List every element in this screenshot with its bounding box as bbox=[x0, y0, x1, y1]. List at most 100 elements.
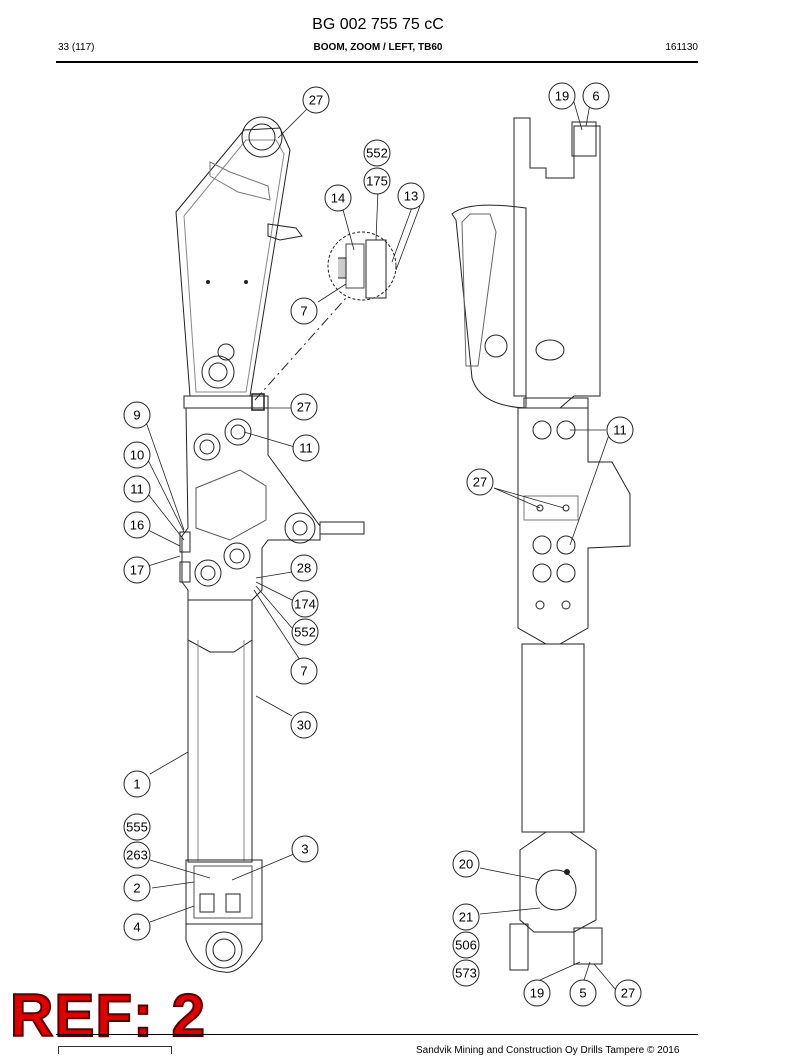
footer-copyright: Sandvik Mining and Construction Oy Drill… bbox=[416, 1045, 680, 1056]
callout-label: 7 bbox=[300, 664, 307, 679]
callout-right-506: 506 bbox=[452, 931, 480, 959]
header-rule bbox=[56, 61, 698, 63]
callout-left-3: 3 bbox=[291, 835, 319, 863]
callout-label: 3 bbox=[301, 842, 308, 857]
callout-label: 4 bbox=[133, 920, 140, 935]
callout-circle bbox=[292, 434, 320, 462]
callout-left-555: 555 bbox=[123, 813, 151, 841]
callout-label: 7 bbox=[300, 304, 307, 319]
callout-circle bbox=[290, 711, 318, 739]
callout-left-13: 13 bbox=[397, 182, 425, 210]
callout-circle bbox=[123, 556, 151, 584]
callout-label: 19 bbox=[555, 89, 569, 104]
callout-circle bbox=[363, 167, 391, 195]
callout-left-28: 28 bbox=[290, 554, 318, 582]
callout-circle bbox=[363, 139, 391, 167]
callout-label: 13 bbox=[404, 189, 418, 204]
callout-label: 6 bbox=[592, 89, 599, 104]
page-index: 33 (117) bbox=[58, 42, 95, 53]
callout-label: 20 bbox=[459, 857, 473, 872]
callout-circle bbox=[123, 441, 151, 469]
callout-circle bbox=[123, 913, 151, 941]
callout-left-27: 27 bbox=[302, 86, 330, 114]
callout-circle bbox=[582, 82, 610, 110]
callout-circle bbox=[614, 979, 642, 1007]
callout-circle bbox=[523, 979, 551, 1007]
right-boom-view bbox=[451, 117, 631, 971]
callout-circle bbox=[452, 959, 480, 987]
callout-label: 27 bbox=[309, 93, 323, 108]
callout-label: 17 bbox=[130, 563, 144, 578]
callout-label: 174 bbox=[294, 597, 316, 612]
callout-left-263: 263 bbox=[123, 841, 151, 869]
leader-lines bbox=[145, 101, 617, 991]
callout-right-27: 27 bbox=[466, 468, 494, 496]
callout-left-2: 2 bbox=[123, 874, 151, 902]
callout-right-27: 27 bbox=[614, 979, 642, 1007]
callout-left-7: 7 bbox=[290, 297, 318, 325]
callout-label: 16 bbox=[130, 518, 144, 533]
callout-circle bbox=[569, 979, 597, 1007]
ref-stamp: REF: 2 bbox=[9, 982, 207, 1049]
callout-left-552: 552 bbox=[291, 618, 319, 646]
callout-left-9: 9 bbox=[123, 401, 151, 429]
callout-left-174: 174 bbox=[291, 590, 319, 618]
callout-circle bbox=[123, 813, 151, 841]
callout-right-20: 20 bbox=[452, 850, 480, 878]
callout-circle bbox=[290, 297, 318, 325]
callout-left-11: 11 bbox=[123, 475, 151, 503]
callout-circle bbox=[290, 554, 318, 582]
callout-circle bbox=[302, 86, 330, 114]
callout-label: 11 bbox=[613, 423, 627, 438]
callout-circle bbox=[397, 182, 425, 210]
callout-right-21: 21 bbox=[452, 903, 480, 931]
sandvik-logo-strip bbox=[58, 1046, 172, 1054]
callout-label: 555 bbox=[126, 820, 148, 835]
callout-circle bbox=[123, 770, 151, 798]
callout-right-19: 19 bbox=[548, 82, 576, 110]
footer-rule bbox=[56, 1034, 698, 1035]
callout-label: 27 bbox=[621, 986, 635, 1001]
callout-left-11: 11 bbox=[292, 434, 320, 462]
callout-circle bbox=[123, 511, 151, 539]
callout-label: 506 bbox=[455, 938, 477, 953]
callout-label: 27 bbox=[297, 400, 311, 415]
callout-left-16: 16 bbox=[123, 511, 151, 539]
callout-label: 552 bbox=[366, 146, 388, 161]
callout-label: 19 bbox=[530, 986, 544, 1001]
page-title: BOOM, ZOOM / LEFT, TB60 bbox=[313, 42, 443, 53]
left-boom-view bbox=[175, 116, 397, 973]
callout-circle bbox=[548, 82, 576, 110]
callout-circle bbox=[291, 618, 319, 646]
callout-right-573: 573 bbox=[452, 959, 480, 987]
callout-label: 11 bbox=[130, 482, 144, 497]
callout-circle bbox=[452, 850, 480, 878]
callout-left-14: 14 bbox=[324, 184, 352, 212]
date-code: 161130 bbox=[665, 42, 698, 53]
callout-label: 1 bbox=[133, 777, 140, 792]
callout-label: 11 bbox=[299, 441, 313, 456]
callout-right-11: 11 bbox=[606, 416, 634, 444]
callout-label: 27 bbox=[473, 475, 487, 490]
callout-left-1: 1 bbox=[123, 770, 151, 798]
callout-label: 175 bbox=[366, 174, 388, 189]
callout-circle bbox=[291, 590, 319, 618]
callout-circle bbox=[606, 416, 634, 444]
callout-circle bbox=[452, 931, 480, 959]
callout-left-10: 10 bbox=[123, 441, 151, 469]
callout-label: 9 bbox=[133, 408, 140, 423]
callout-circle bbox=[324, 184, 352, 212]
callout-label: 14 bbox=[331, 191, 345, 206]
callout-label: 28 bbox=[297, 561, 311, 576]
callout-label: 573 bbox=[455, 966, 477, 981]
callout-circle bbox=[123, 475, 151, 503]
callout-circle bbox=[123, 401, 151, 429]
callout-label: 21 bbox=[459, 910, 473, 925]
callout-circle bbox=[290, 393, 318, 421]
callout-left-17: 17 bbox=[123, 556, 151, 584]
callout-label: 263 bbox=[126, 848, 148, 863]
callout-circle bbox=[466, 468, 494, 496]
callout-right-19: 19 bbox=[523, 979, 551, 1007]
